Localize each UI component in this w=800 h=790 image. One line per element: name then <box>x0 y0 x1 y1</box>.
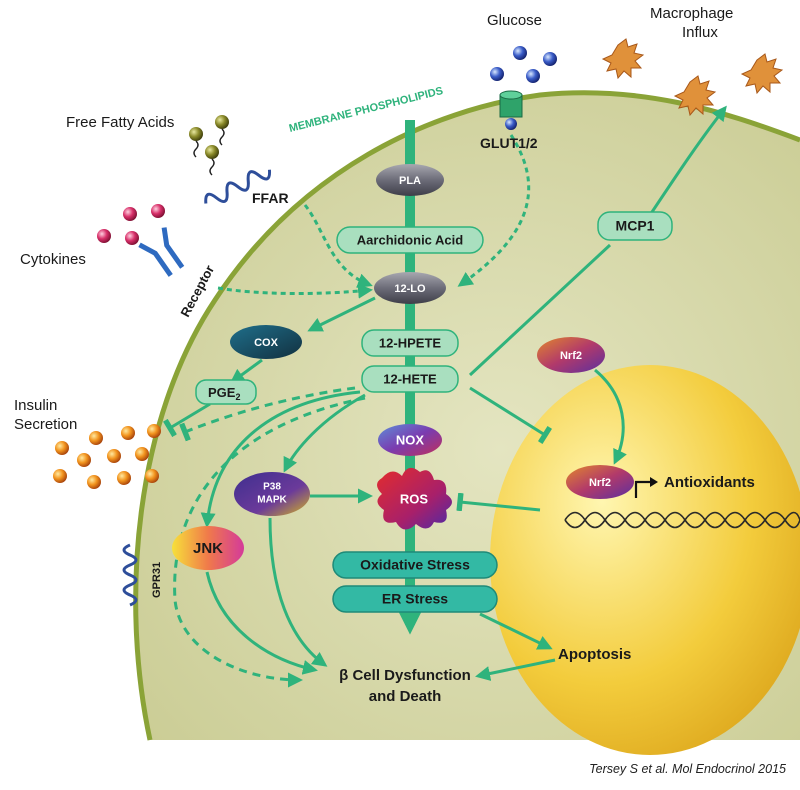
apoptosis-label: Apoptosis <box>558 646 631 663</box>
cox-label: COX <box>254 337 279 349</box>
free-fatty-acids-label: Free Fatty Acids <box>66 114 174 131</box>
12-lo-enzyme <box>374 272 446 304</box>
cytokines-label: Cytokines <box>20 251 86 268</box>
outcome-label-line2: and Death <box>369 688 442 705</box>
nrf2-nucleus-label: Nrf2 <box>589 477 611 489</box>
cytokine-receptor-icon <box>138 227 185 277</box>
pge2-box <box>195 379 257 405</box>
12-hete-label: 12-HETE <box>383 371 437 386</box>
insulin-granules <box>53 424 161 489</box>
cox-enzyme <box>230 325 302 359</box>
p38-label-line1: P38 <box>263 482 281 493</box>
er-stress-box <box>332 585 498 613</box>
oxidative-stress-label: Oxidative Stress <box>360 557 470 573</box>
ffar-label: FFAR <box>252 190 289 206</box>
macrophage-label-line1: Macrophage <box>650 5 733 22</box>
gpr31-receptor-icon <box>122 543 138 607</box>
dna-helix-icon <box>564 511 800 529</box>
p38-mapk-enzyme <box>234 472 310 516</box>
insulin-label-line2: Secretion <box>14 416 77 433</box>
nrf2-cytoplasm-label: Nrf2 <box>560 350 582 362</box>
mcp1-box <box>597 211 673 241</box>
connector-arrows <box>163 105 727 688</box>
arachidonic-acid-box <box>336 226 484 254</box>
jnk-enzyme <box>172 526 244 570</box>
glucose-molecules <box>490 46 557 83</box>
jnk-label: JNK <box>193 540 223 557</box>
pla-enzyme <box>376 164 444 196</box>
citation: Tersey S et al. Mol Endocrinol 2015 <box>589 762 786 776</box>
nucleus <box>490 365 800 755</box>
glucose-label: Glucose <box>487 12 542 29</box>
cytokine-molecules <box>97 204 165 245</box>
glut-label: GLUT1/2 <box>480 135 538 151</box>
outcome-label-line1: β Cell Dysfunction <box>339 667 471 684</box>
macrophage-icons <box>601 38 784 117</box>
nrf2-cytoplasm <box>537 337 605 373</box>
cell-membrane <box>133 90 800 741</box>
gpr31-label: GPR31 <box>151 562 163 598</box>
macrophage-label-line2: Influx <box>682 24 718 41</box>
nox-label: NOX <box>396 432 425 447</box>
nox-enzyme <box>378 424 442 456</box>
12-hpete-box <box>361 329 459 357</box>
pge2-subscript: 2 <box>235 392 240 402</box>
er-stress-label: ER Stress <box>382 591 448 607</box>
p38-label-line2: MAPK <box>257 495 287 506</box>
free-fatty-acid-molecules <box>189 115 229 176</box>
insulin-label-line1: Insulin <box>14 397 57 414</box>
arachidonic-acid-label: Aarchidonic Acid <box>357 232 463 247</box>
ros-burst-icon <box>377 467 452 530</box>
mcp1-label: MCP1 <box>616 218 655 234</box>
12-hete-box <box>361 365 459 393</box>
oxidative-stress-box <box>332 551 498 579</box>
ffar-receptor-icon <box>204 169 272 204</box>
pla-label: PLA <box>399 175 421 187</box>
glut-transporter-icon <box>499 90 523 130</box>
promoter-arrow-icon <box>634 480 650 498</box>
pge2-label: PGE2 <box>208 385 240 402</box>
promoter-arrowhead <box>650 477 658 487</box>
12-hpete-label: 12-HPETE <box>379 335 441 350</box>
ros-label: ROS <box>400 491 429 506</box>
antioxidants-label: Antioxidants <box>664 474 755 491</box>
12-lo-label: 12-LO <box>394 283 426 295</box>
nrf2-nucleus <box>566 465 634 499</box>
